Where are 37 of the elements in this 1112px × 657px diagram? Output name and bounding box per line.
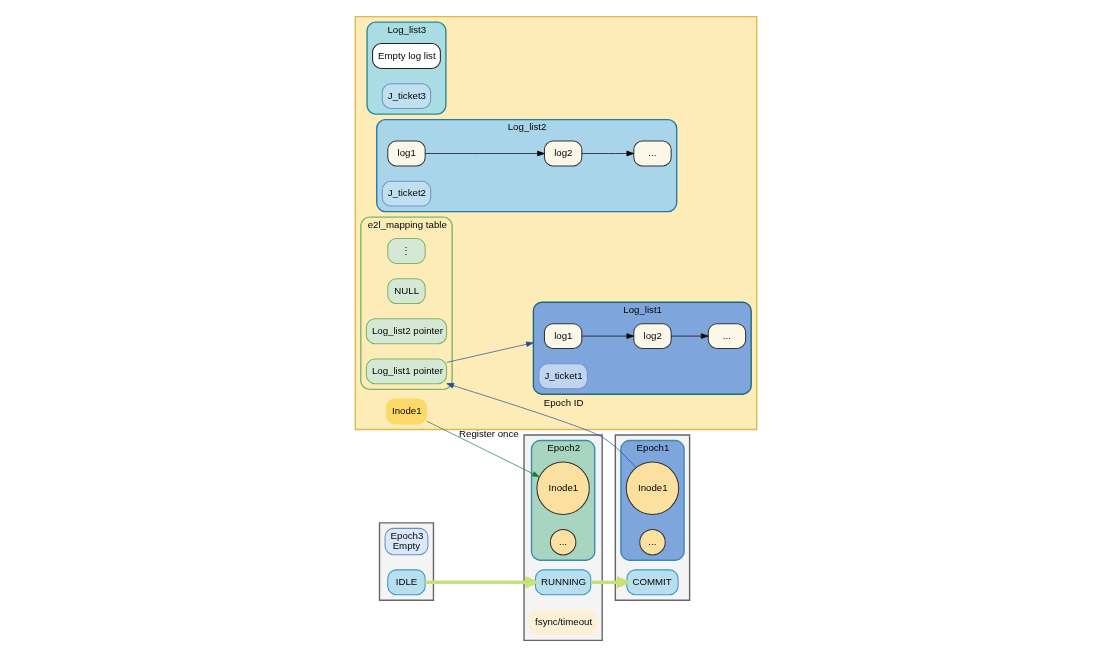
node-box: J_ticket2 — [381, 180, 432, 207]
node-box: COMMIT — [626, 569, 679, 596]
node-box: log2 — [543, 140, 583, 167]
node-box: NULL — [387, 278, 426, 305]
node-circle: Inode1 — [625, 461, 680, 515]
arrow — [581, 333, 635, 339]
node-box: Log_list2 pointer — [365, 318, 448, 345]
node-box: log1 — [387, 140, 426, 167]
node-box: fsync/timeout — [529, 609, 598, 636]
cluster — [354, 15, 758, 431]
node-box: ... — [633, 140, 672, 167]
node-box: ... — [707, 323, 747, 350]
node-box: IDLE — [387, 569, 426, 596]
node-box: ⋮ — [387, 238, 426, 264]
arrow — [426, 420, 540, 478]
node-box: J_ticket1 — [538, 363, 588, 390]
arrow — [590, 576, 632, 589]
node-circle: ... — [549, 528, 577, 556]
edge-label: Epoch ID — [543, 397, 584, 409]
node-box: RUNNING — [534, 569, 592, 596]
node-box: log1 — [543, 323, 583, 350]
node-box: J_ticket3 — [381, 83, 432, 110]
arrow — [446, 341, 534, 363]
arrow — [670, 333, 709, 339]
node-circle: Inode1 — [536, 461, 590, 515]
node-box: Inode1 — [385, 398, 428, 425]
edge-label: Register once — [459, 427, 519, 439]
arrow — [581, 150, 635, 157]
arrow — [425, 576, 540, 589]
cluster — [378, 522, 435, 601]
node-box: Empty log list — [372, 43, 441, 69]
node-box: log2 — [633, 323, 672, 350]
arrow — [446, 383, 637, 469]
node-box: Epoch3 Empty — [384, 527, 429, 556]
arrow — [424, 150, 545, 157]
node-circle: ... — [639, 528, 666, 556]
node-box: Log_list1 pointer — [365, 358, 448, 385]
